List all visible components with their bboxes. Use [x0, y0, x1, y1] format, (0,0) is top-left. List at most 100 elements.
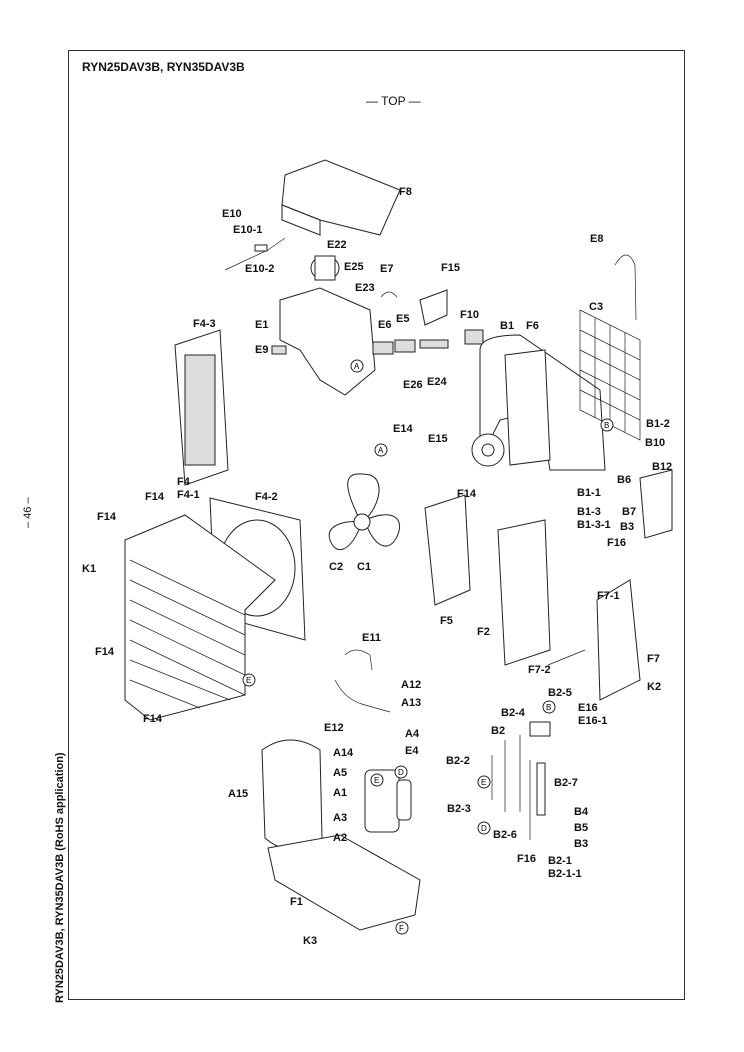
label-e9: E9 [255, 344, 268, 356]
label-b2-6: B2-6 [493, 829, 517, 841]
label-f6: F6 [526, 320, 539, 332]
part-c1-propeller-fan [328, 473, 400, 551]
label-e22: E22 [327, 239, 347, 251]
part-f8-cover [281, 159, 401, 236]
label-b2-4: B2-4 [501, 707, 526, 719]
label-b4: B4 [574, 806, 589, 818]
label-a3: A3 [333, 812, 347, 824]
part-e10-cable [224, 237, 286, 271]
label-a5: A5 [333, 767, 347, 779]
label-f14-upper-left: F14 [145, 491, 165, 503]
ref-e-pipe: E [481, 778, 486, 787]
label-a15: A15 [228, 788, 248, 800]
part-e1-electrical-box [279, 287, 376, 396]
label-a13: A13 [401, 697, 421, 709]
ref-b-guard: B [604, 421, 609, 430]
part-e7-clip [380, 291, 398, 298]
label-b1-3: B1-3 [577, 506, 601, 518]
label-f15: F15 [441, 262, 460, 274]
part-e15-fan-motor [471, 433, 505, 467]
part-f15 [419, 289, 448, 326]
label-e23: E23 [355, 282, 375, 294]
label-f14-top: F14 [457, 488, 477, 500]
part-labels: F8 E10 E10-1 E10-2 E22 E25 E8 E7 F15 E23… [82, 186, 672, 947]
label-f7-2: F7-2 [528, 664, 551, 676]
part-e8-thermistor [614, 254, 637, 321]
part-k1-front-grille [124, 514, 276, 721]
label-b1-1: B1-1 [577, 487, 601, 499]
label-k1: K1 [82, 563, 96, 575]
part-e5-terminal [394, 339, 416, 353]
label-f2: F2 [477, 626, 490, 638]
label-f14-left: F14 [97, 511, 117, 523]
label-a14: A14 [333, 747, 354, 759]
part-c3-wire-guard [579, 309, 641, 441]
label-e10-1: E10-1 [233, 224, 262, 236]
label-b5: B5 [574, 822, 588, 834]
part-f4-3-grille [174, 329, 229, 486]
label-b6: B6 [617, 474, 631, 486]
label-f8: F8 [399, 186, 412, 198]
part-b12 [639, 469, 673, 539]
part-e24 [419, 339, 449, 349]
label-e10: E10 [222, 208, 242, 220]
label-f4-3: F4-3 [193, 318, 216, 330]
label-f5: F5 [440, 615, 453, 627]
label-e1: E1 [255, 319, 268, 331]
label-f16-top: F16 [607, 537, 626, 549]
part-f1-base-plate [267, 834, 421, 931]
label-e16-1: E16-1 [578, 715, 607, 727]
part-a1-compressor [364, 769, 412, 833]
label-b2-5: B2-5 [548, 687, 572, 699]
label-f4-1: F4-1 [177, 489, 200, 501]
label-b2-2: B2-2 [446, 755, 470, 767]
label-b10: B10 [645, 437, 665, 449]
part-e6-terminal [372, 341, 394, 355]
label-b2-3: B2-3 [447, 803, 471, 815]
part-e25-capacitor [310, 255, 340, 281]
label-b7: B7 [622, 506, 636, 518]
label-a1: A1 [333, 787, 347, 799]
label-e16: E16 [578, 702, 598, 714]
label-e24: E24 [427, 376, 447, 388]
label-e4: E4 [405, 745, 419, 757]
label-k2: K2 [647, 681, 661, 693]
label-f7: F7 [647, 653, 660, 665]
ref-e-grille: E [246, 676, 251, 685]
ref-a-box: A [354, 362, 360, 371]
page-frame [68, 50, 685, 1000]
label-e12: E12 [324, 722, 344, 734]
part-e12 [334, 679, 391, 713]
part-b2-valve-assembly [491, 721, 551, 840]
label-c3: C3 [589, 301, 603, 313]
page-title: RYN25DAV3B, RYN35DAV3B [82, 60, 245, 74]
label-e6: E6 [378, 319, 391, 331]
label-c1: C1 [357, 561, 371, 573]
part-e9 [271, 345, 287, 355]
label-e10-2: E10-2 [245, 263, 274, 275]
ref-f-base: F [399, 924, 404, 933]
label-a2: A2 [333, 832, 347, 844]
view-label: — TOP — [366, 94, 421, 108]
label-a12: A12 [401, 679, 421, 691]
label-b3-bottom: B3 [574, 838, 588, 850]
label-k3: K3 [303, 935, 317, 947]
label-f10: F10 [460, 309, 479, 321]
part-b2-7 [536, 762, 546, 816]
label-e11: E11 [362, 632, 381, 644]
label-b2-1: B2-1 [548, 855, 572, 867]
label-b12: B12 [652, 461, 672, 473]
label-b2: B2 [491, 725, 505, 737]
part-f7-side-panel [596, 579, 641, 701]
label-f14-lower-left: F14 [95, 646, 115, 658]
ref-a-cable: A [378, 446, 384, 455]
ref-e-compressor: E [374, 776, 379, 785]
part-a15-insulation [261, 739, 323, 850]
label-b1-2: B1-2 [646, 418, 670, 430]
label-f1: F1 [290, 896, 303, 908]
label-f16-bottom: F16 [517, 853, 536, 865]
part-e11 [344, 649, 373, 671]
label-e14: E14 [393, 423, 413, 435]
ref-b-valve: B [546, 703, 551, 712]
